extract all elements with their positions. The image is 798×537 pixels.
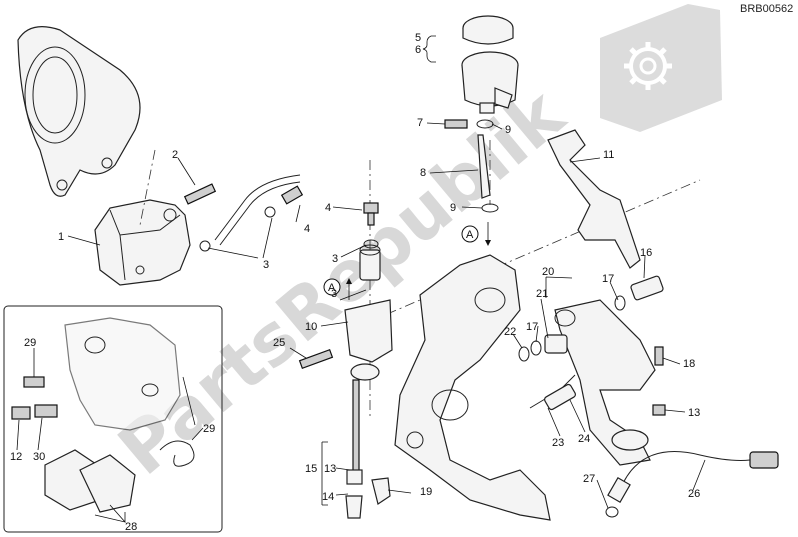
label-15: 15 <box>305 463 317 475</box>
reservoir-hose <box>477 134 491 199</box>
label-21: 21 <box>536 288 548 300</box>
label-6: 6 <box>415 44 421 56</box>
brake-fluid-reservoir <box>461 15 519 114</box>
label-3-b: 3 <box>332 253 338 265</box>
callout-a-right: A <box>461 222 491 246</box>
label-29-b: 29 <box>203 423 215 435</box>
label-12: 12 <box>10 451 22 463</box>
label-13: 13 <box>688 407 700 419</box>
brake-hose <box>199 174 304 252</box>
label-23: 23 <box>552 437 564 449</box>
label-17: 17 <box>602 273 614 285</box>
callout-a-left: A <box>323 278 352 300</box>
washer-17 <box>530 340 542 356</box>
clip-9-top <box>476 119 494 129</box>
label-26: 26 <box>688 488 700 500</box>
reservoir-bracket <box>547 129 641 269</box>
label-27: 27 <box>583 473 595 485</box>
label-8: 8 <box>420 167 426 179</box>
washer-22 <box>518 346 530 362</box>
label-5: 5 <box>415 32 421 44</box>
sensor-29 <box>23 376 45 388</box>
label-16: 16 <box>640 247 652 259</box>
bushing-16 <box>630 275 664 301</box>
part-labels: 1 2 3 4 5 6 7 8 9 10 11 12 13 14 15 16 1… <box>10 32 700 533</box>
screw-7 <box>444 119 468 129</box>
label-20: 20 <box>542 266 554 278</box>
brake-pedal <box>554 299 656 466</box>
label-1: 1 <box>58 231 64 243</box>
bolt-4-vertical <box>363 202 379 249</box>
label-22: 22 <box>504 326 516 338</box>
label-28: 28 <box>125 521 137 533</box>
label-17-b: 17 <box>526 321 538 333</box>
master-cylinder <box>344 244 393 519</box>
bleed-screw-12 <box>11 406 31 420</box>
leader-lines <box>16 35 706 523</box>
label-25: 25 <box>273 337 285 349</box>
nut-13-right <box>652 404 666 416</box>
svg-text:A: A <box>328 282 336 294</box>
label-3-c: 3 <box>331 288 337 300</box>
label-24: 24 <box>578 433 590 445</box>
label-10: 10 <box>305 321 317 333</box>
brake-light-switch <box>605 451 779 518</box>
label-4-b: 4 <box>325 202 331 214</box>
spring-clip <box>159 440 195 467</box>
gear-icon <box>600 4 722 132</box>
brake-pad-right <box>79 454 136 513</box>
spring-housing-24 <box>544 383 576 411</box>
detail-inset <box>3 305 223 533</box>
bolt-25 <box>298 348 334 370</box>
label-13-b: 13 <box>324 463 336 475</box>
label-7: 7 <box>417 117 423 129</box>
bolt-2 <box>183 183 217 205</box>
label-18: 18 <box>683 358 695 370</box>
brake-carrier-bracket <box>17 26 141 197</box>
label-19: 19 <box>420 486 432 498</box>
label-29: 29 <box>24 337 36 349</box>
label-11: 11 <box>603 149 614 161</box>
label-14: 14 <box>322 491 334 503</box>
washer-17-right <box>614 295 626 311</box>
label-9-b: 9 <box>450 202 456 214</box>
label-3: 3 <box>263 259 269 271</box>
label-9: 9 <box>505 124 511 136</box>
svg-text:A: A <box>466 229 474 241</box>
bleed-screw-30 <box>34 404 58 418</box>
label-2: 2 <box>172 149 178 161</box>
bushing-21 <box>544 334 568 354</box>
label-30: 30 <box>33 451 45 463</box>
diagram-code: BRB00562 <box>740 3 793 15</box>
bolt-18 <box>654 346 664 366</box>
footpeg-bracket-plate <box>394 254 551 521</box>
brake-caliper <box>94 199 191 286</box>
label-4: 4 <box>304 223 310 235</box>
